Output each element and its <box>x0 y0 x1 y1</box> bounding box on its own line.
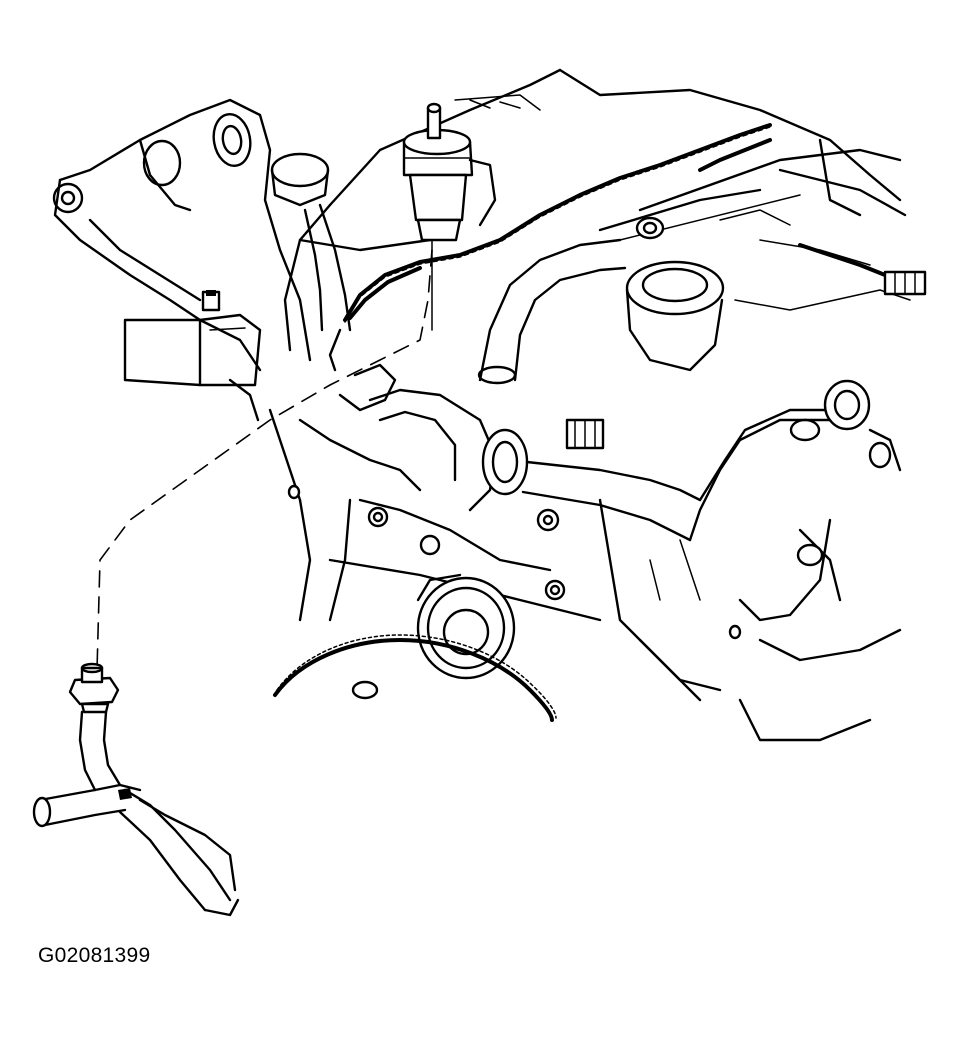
flywheel-ring-gear <box>273 634 557 722</box>
engine-block-outline <box>283 68 911 352</box>
front-bracket <box>52 98 312 422</box>
figure-id-label: G02081399 <box>38 944 151 967</box>
crank-pulley <box>416 573 516 680</box>
oil-filler-cap <box>270 152 352 332</box>
leader-line <box>96 239 433 671</box>
coolant-tube <box>688 379 902 742</box>
intake-tubes <box>477 216 725 385</box>
throttle-body <box>298 363 702 542</box>
heater-pipe-fitting <box>32 662 240 917</box>
vacuum-sensor <box>402 102 497 242</box>
wiring-harness <box>328 123 927 372</box>
lower-block <box>268 408 742 702</box>
